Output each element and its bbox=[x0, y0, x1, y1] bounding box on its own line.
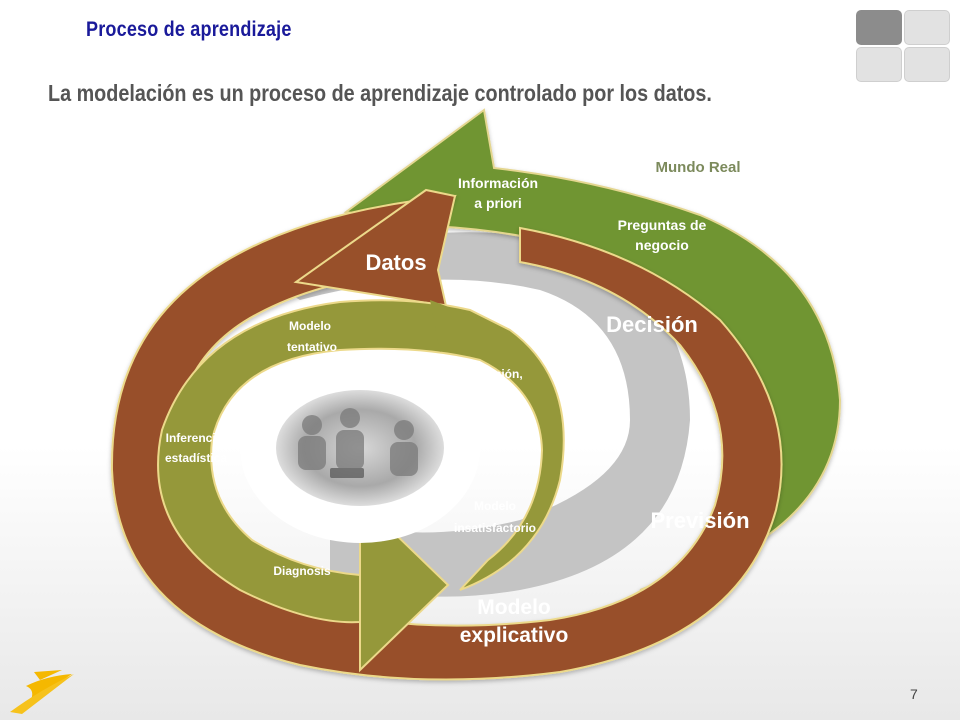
label-estadistica: estadística bbox=[165, 451, 227, 465]
label-prevision: Previsión bbox=[650, 508, 749, 533]
label-modelo-explicativo-2: explicativo bbox=[460, 624, 569, 647]
label-modelo-insatisfactorio-1: Modelo bbox=[474, 499, 516, 513]
label-inferencia: Inferencia bbox=[166, 431, 223, 445]
gray-ring bbox=[250, 232, 690, 597]
label-decision: Decisión bbox=[606, 312, 698, 337]
people-silhouettes bbox=[298, 408, 418, 478]
logo-tile bbox=[856, 10, 902, 45]
logo-tile bbox=[856, 47, 902, 82]
label-modelo-explicativo-1: Modelo bbox=[477, 596, 551, 619]
olive-loop bbox=[157, 299, 565, 624]
label-preguntas: Preguntas de bbox=[618, 217, 707, 233]
label-negocio: negocio bbox=[635, 237, 689, 253]
logo-tiles-icon bbox=[856, 10, 950, 82]
logo-tile bbox=[904, 47, 950, 82]
label-a-priori: a priori bbox=[474, 195, 521, 211]
label-datos: Datos bbox=[365, 250, 426, 275]
label-modelo-tentativo-2: tentativo bbox=[287, 340, 337, 354]
label-modelo-tentativo-1: Modelo bbox=[289, 319, 331, 333]
label-conjeturas: conjeturas bbox=[451, 387, 512, 401]
label-reformulacion: Reformulación, bbox=[435, 367, 522, 381]
brown-arrow-head bbox=[293, 188, 457, 308]
swoosh-logo-icon bbox=[10, 670, 74, 714]
olive-arrow-head bbox=[359, 497, 450, 673]
slide-title: Proceso de aprendizaje bbox=[86, 18, 292, 41]
label-modelo-insatisfactorio-2: insatisfactorio bbox=[454, 521, 536, 535]
slide-subtitle: La modelación es un proceso de aprendiza… bbox=[48, 80, 712, 106]
label-informacion: Información bbox=[458, 175, 538, 191]
label-diagnosis: Diagnosis bbox=[273, 564, 331, 578]
label-mundo-real: Mundo Real bbox=[656, 159, 741, 176]
olive-arrow-head-top bbox=[430, 300, 478, 352]
page-number: 7 bbox=[910, 686, 918, 702]
logo-tile bbox=[904, 10, 950, 45]
